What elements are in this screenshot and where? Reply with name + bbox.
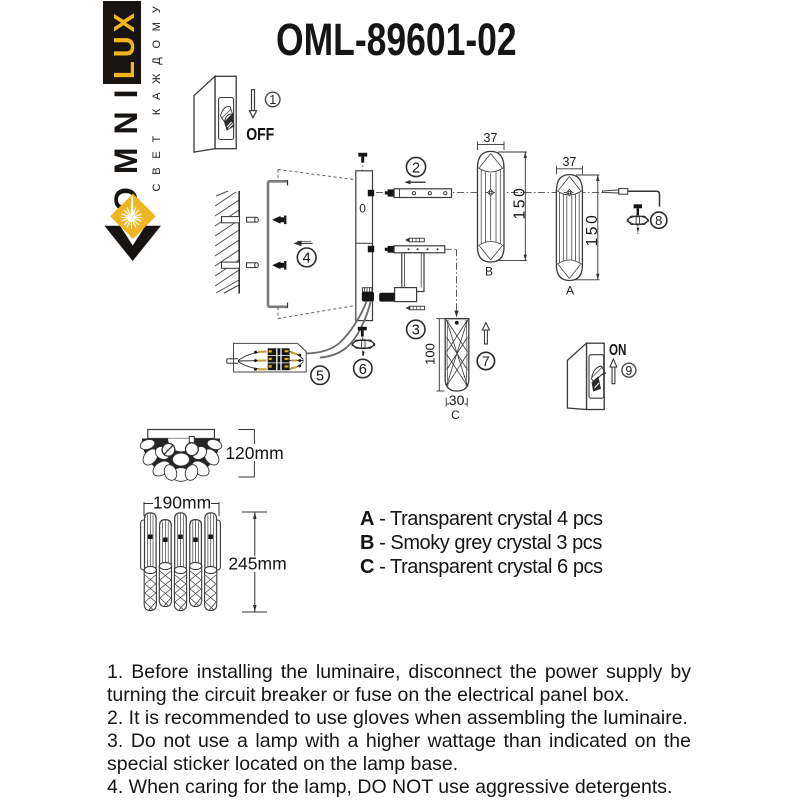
svg-text:1: 1	[269, 93, 276, 107]
svg-text:OFF: OFF	[246, 125, 274, 145]
svg-text:120mm: 120mm	[225, 443, 283, 463]
svg-text:150: 150	[584, 213, 601, 247]
svg-text:245mm: 245mm	[228, 554, 286, 574]
svg-text:2: 2	[412, 160, 420, 176]
svg-text:6: 6	[359, 362, 367, 378]
svg-text:C: C	[451, 408, 460, 422]
svg-text:A: A	[566, 284, 574, 298]
svg-text:7: 7	[482, 353, 490, 369]
svg-text:150: 150	[512, 186, 529, 220]
svg-text:37: 37	[484, 131, 498, 145]
svg-text:3: 3	[412, 323, 420, 339]
svg-text:37: 37	[562, 155, 576, 169]
svg-text:LUX: LUX	[109, 9, 141, 79]
svg-text:190mm: 190mm	[153, 493, 211, 513]
svg-text:СВЕТ КАЖДОМУ: СВЕТ КАЖДОМУ	[151, 0, 163, 192]
svg-text:5: 5	[316, 369, 324, 385]
svg-text:0: 0	[359, 202, 366, 216]
svg-text:4: 4	[303, 251, 311, 267]
svg-text:30: 30	[449, 392, 465, 408]
svg-text:OMNI: OMNI	[108, 76, 144, 212]
svg-text:8: 8	[655, 213, 662, 228]
svg-text:100: 100	[423, 343, 438, 365]
svg-text:9: 9	[625, 364, 632, 378]
svg-text:B: B	[485, 265, 493, 279]
svg-text:ON: ON	[609, 341, 626, 358]
